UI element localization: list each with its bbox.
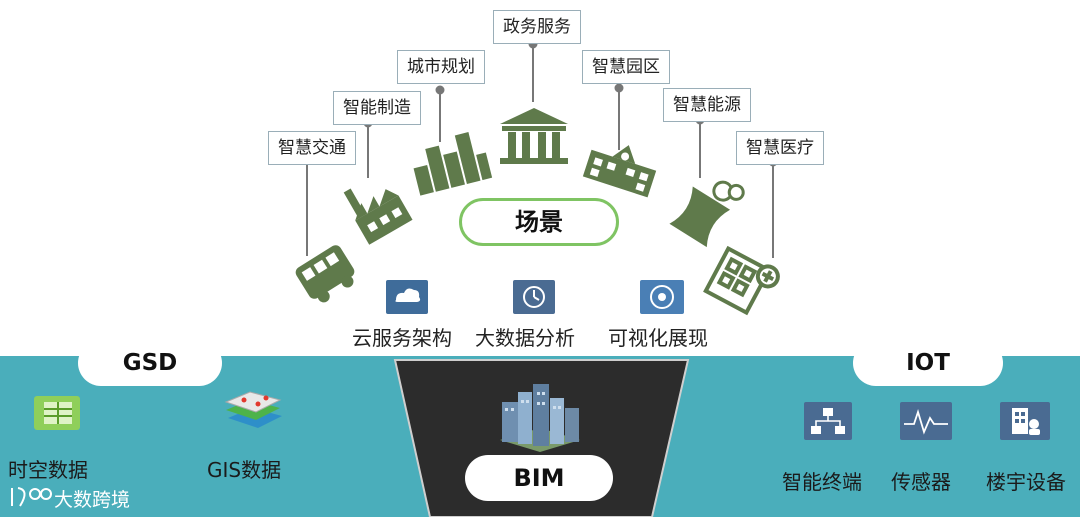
hospital-icon (703, 245, 780, 316)
watermark-logo-icon (11, 487, 52, 507)
building-equipment-icon (1000, 402, 1050, 440)
service-visualization: 可视化展现 (608, 326, 708, 350)
gsd-item-gis: GIS数据 (207, 458, 282, 482)
terminal-network-icon (804, 402, 852, 440)
iot-title: IOT (853, 340, 1003, 386)
label-smart-energy: 智慧能源 (663, 88, 751, 122)
visualization-icon (640, 280, 684, 314)
scenario-title: 场景 (459, 198, 619, 246)
cloud-icon (386, 280, 428, 314)
label-smart-park: 智慧园区 (582, 50, 670, 84)
bim-title: BIM (465, 455, 613, 501)
gsd-item-spatiotemporal: 时空数据 (8, 458, 88, 482)
label-smart-healthcare: 智慧医疗 (736, 131, 824, 165)
government-building-icon (500, 108, 568, 164)
bim-buildings-icon (500, 384, 580, 452)
campus-icon (582, 145, 657, 198)
iot-item-sensor: 传感器 (891, 470, 951, 494)
sensor-wave-icon (900, 402, 952, 440)
bus-icon (295, 245, 355, 303)
label-smart-transport: 智慧交通 (268, 131, 356, 165)
label-urban-planning: 城市规划 (397, 50, 485, 84)
iot-item-building-equipment: 楼宇设备 (986, 470, 1066, 494)
gis-layers-icon (224, 391, 282, 428)
factory-icon (343, 188, 413, 245)
label-government-service: 政务服务 (493, 10, 581, 44)
watermark-text: 大数跨境 (54, 489, 131, 511)
iot-item-terminal: 智能终端 (782, 470, 862, 494)
label-smart-manufacturing: 智能制造 (333, 91, 421, 125)
city-buildings-icon (413, 132, 493, 196)
service-cloud-architecture: 云服务架构 (352, 326, 452, 350)
spatiotemporal-data-icon (34, 396, 80, 430)
gsd-title: GSD (78, 340, 222, 386)
power-plant-icon (669, 180, 745, 248)
data-analysis-icon (513, 280, 555, 314)
service-big-data-analysis: 大数据分析 (475, 326, 575, 350)
